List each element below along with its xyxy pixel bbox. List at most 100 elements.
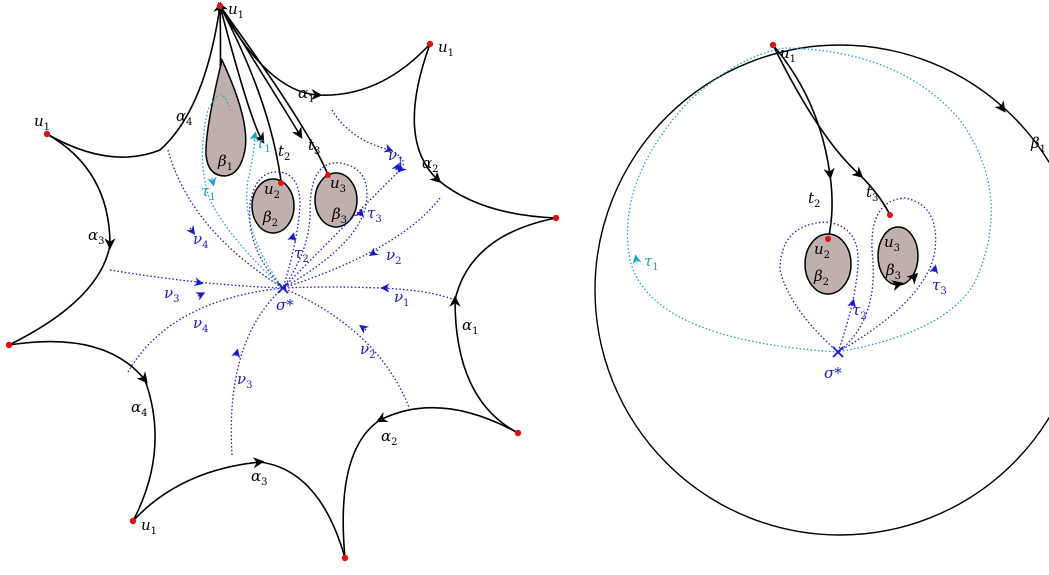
vertex-u1-right	[769, 41, 777, 49]
label-t3-left: t3	[308, 136, 320, 157]
label-u3-right: u3	[884, 233, 900, 254]
tau1-loop-right	[626, 47, 992, 353]
nu2-bottom	[282, 287, 411, 411]
side-alpha4-bottom	[132, 379, 156, 522]
left-holes	[205, 57, 358, 234]
vertex-right	[552, 214, 560, 222]
side-alpha2-top-b	[437, 179, 557, 219]
tau1-loop-left-a	[201, 94, 284, 289]
label-tau3-left: τ3	[367, 204, 382, 225]
side-alpha4-bottom-b	[8, 340, 148, 384]
side-alpha4-top-b	[159, 1, 225, 151]
beta3-arrow-right	[906, 272, 919, 285]
t2-curve-right-b	[827, 174, 833, 241]
tau3-loop-right	[837, 197, 937, 353]
vertex-top-right	[426, 40, 434, 48]
side-alpha2-top	[413, 43, 442, 184]
vertex-bottom-right	[514, 429, 522, 437]
nu3-bottom	[230, 287, 284, 456]
label-u2-left: u2	[264, 180, 280, 201]
tau2-arrow	[287, 232, 297, 243]
label-t3-right: t3	[866, 183, 878, 204]
nu-arrow-4	[359, 324, 370, 334]
label-alpha2-bottom: α2	[381, 427, 398, 448]
label-alpha2-top: α2	[422, 154, 439, 175]
nu-arrow-8	[195, 292, 206, 301]
label-nu3-left: ν3	[164, 284, 180, 305]
label-u2-right: u2	[814, 240, 830, 261]
nu-arrow-6	[231, 348, 241, 359]
side-alpha3-bottom-b	[132, 457, 265, 522]
label-tau1-left-a: τ1	[256, 134, 271, 155]
label-beta1-left: β1	[217, 152, 233, 173]
vertex-top-left	[43, 130, 51, 138]
label-t2-right: t2	[808, 189, 820, 210]
label-alpha1-right: α1	[462, 316, 479, 337]
vertex-top	[216, 2, 224, 10]
tau1-arrow-a	[207, 176, 217, 187]
sigma-star-right	[832, 346, 844, 358]
nu2-top	[282, 197, 441, 289]
tau2-loop-left	[248, 171, 301, 289]
label-beta2-left: β2	[262, 208, 278, 229]
beta1-arrow	[994, 100, 1006, 113]
side-alpha1-top-b	[317, 43, 431, 96]
label-tau2-left: τ2	[294, 244, 309, 265]
t3-curve-right-b	[859, 174, 891, 216]
side-alpha2-bottom	[375, 406, 519, 434]
nu4-bottom	[127, 287, 284, 373]
hole-beta2-right	[804, 233, 852, 295]
label-u1-top: u1	[228, 0, 244, 21]
side-alpha4-top	[46, 133, 161, 158]
label-tau1-right: τ1	[644, 252, 659, 273]
nu-arrow-7	[186, 224, 196, 235]
tau3-arrow	[355, 208, 365, 219]
vertex-u2-left	[278, 180, 284, 186]
t2-curve-right	[772, 44, 835, 180]
nu-arrow-2	[368, 247, 380, 257]
hole-beta3-left	[314, 172, 358, 228]
label-tau2-right: τ2	[852, 301, 867, 322]
label-beta1-right: β1	[1030, 134, 1046, 155]
left-vertices	[5, 2, 560, 562]
hole-beta2-left	[251, 178, 295, 234]
label-nu3-bottom: ν3	[237, 370, 253, 391]
label-nu4-top: ν4	[193, 230, 209, 251]
label-alpha4-bottom: α4	[131, 398, 148, 419]
tau3-loop-left	[282, 162, 368, 289]
left-polygon	[8, 1, 557, 559]
tau1-arrow-b	[249, 131, 259, 142]
side-alpha2-bottom-b	[342, 419, 381, 559]
label-nu1-right: ν1	[394, 288, 410, 309]
vertex-u3-left	[325, 172, 331, 178]
side-alpha3-bottom	[259, 461, 346, 559]
label-beta2-right: β2	[813, 267, 829, 288]
t3-curve-right	[772, 44, 864, 178]
side-alpha1-right-b	[449, 295, 519, 434]
side-alpha3-left	[8, 244, 111, 346]
boundary-circle	[594, 44, 1049, 536]
t3b-curve-left	[219, 5, 303, 139]
left-tau-loops	[201, 94, 368, 289]
left-nu-curves	[109, 109, 456, 456]
tau3-arrow-right	[929, 264, 939, 275]
sigma-star-left	[277, 282, 289, 294]
vertex-bottom-left	[129, 517, 137, 525]
left-labels: u1 u1 u1 u1 α1 α2 α1 α2 α3 α4 α3 α4 ν1 ν…	[34, 0, 479, 537]
label-u1-top-right: u1	[438, 38, 454, 59]
label-t2-left: t2	[278, 142, 290, 163]
t2b-curve-left	[219, 5, 265, 144]
label-alpha3-bottom: α3	[251, 467, 268, 488]
label-nu1-top: ν1	[388, 146, 404, 167]
nu-arrow-5	[193, 277, 204, 287]
label-sigma-left: σ*	[276, 296, 294, 314]
nu-arrow-1	[391, 162, 400, 173]
side-alpha3-left-b	[46, 133, 116, 250]
label-u3-left: u3	[330, 174, 346, 195]
vertex-bottom	[341, 554, 349, 562]
label-nu2-bottom: ν2	[360, 340, 376, 361]
label-beta3-left: β3	[331, 205, 347, 226]
label-sigma-right: σ*	[824, 364, 842, 382]
